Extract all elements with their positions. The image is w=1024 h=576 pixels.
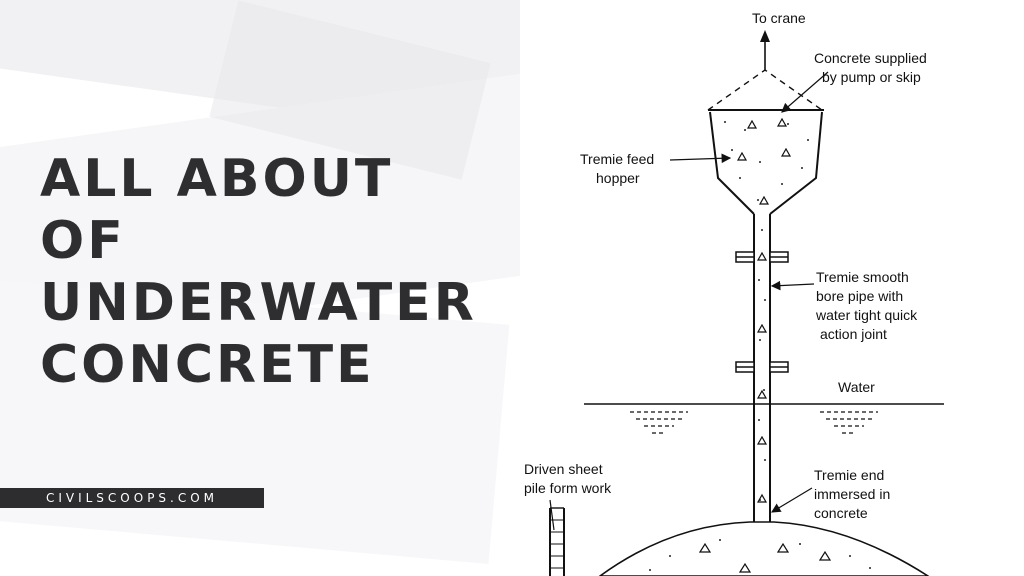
sheet-pile-label: Driven sheet <box>524 461 603 477</box>
concrete-supplied-label: Concrete supplied <box>814 50 927 66</box>
tremie-end-label: concrete <box>814 505 868 521</box>
to-crane-label: To crane <box>752 10 806 26</box>
sheet-pile <box>549 507 565 576</box>
concrete-aggregate <box>698 542 832 573</box>
concrete-supplied-label: by pump or skip <box>822 69 921 85</box>
concrete-mound <box>598 521 930 576</box>
pipe-label: Tremie smooth <box>816 269 909 285</box>
page-title: ALL ABOUT OF UNDERWATER CONCRETE <box>40 148 477 396</box>
title-line: UNDERWATER <box>40 273 477 333</box>
title-line: OF <box>40 211 126 271</box>
concrete-aggregate <box>736 117 792 503</box>
pipe-label: water tight quick <box>815 307 918 323</box>
tremie-end-label: immersed in <box>814 486 890 502</box>
pipe-label: bore pipe with <box>816 288 903 304</box>
sheet-pile-label: pile form work <box>524 480 612 496</box>
crane-cable <box>760 30 770 70</box>
concrete-fill <box>710 112 822 548</box>
title-line: CONCRETE <box>40 335 375 395</box>
tremie-pipe <box>753 214 771 548</box>
water-label: Water <box>838 379 875 395</box>
title-line: ALL ABOUT <box>40 149 394 209</box>
concrete-aggregate <box>649 539 871 571</box>
hopper-label: hopper <box>596 170 640 186</box>
tremie-diagram: To crane <box>520 0 1024 576</box>
pipe-joint <box>735 361 789 373</box>
lifting-sling <box>707 69 823 111</box>
tremie-feed-hopper <box>708 109 824 215</box>
pipe-label: action joint <box>820 326 887 342</box>
pipe-joint <box>735 251 789 263</box>
hopper-label: Tremie feed <box>580 151 654 167</box>
site-brand-badge: CIVILSCOOPS.COM <box>0 488 264 508</box>
label-leaders <box>549 71 829 531</box>
tremie-end-label: Tremie end <box>814 467 884 483</box>
water-hatching <box>630 411 878 434</box>
